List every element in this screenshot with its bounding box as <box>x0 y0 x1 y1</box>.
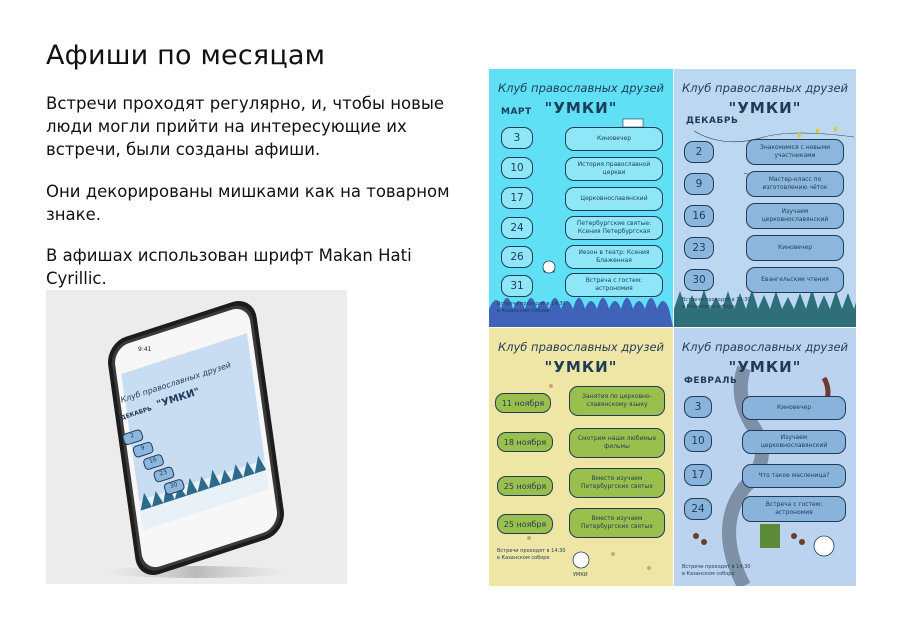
poster-month: ДЕКАБРЬ <box>686 116 739 126</box>
event-item: История православной церкви <box>565 157 663 181</box>
poster-footer: Встречи проходят в 14:30 в Казанском соб… <box>497 301 566 314</box>
date-item: 17 <box>684 464 712 486</box>
event-item: Киновечер <box>746 235 844 261</box>
event-item: Петербургские святые: Ксения Петербургск… <box>565 216 663 240</box>
poster-subtitle: "УМКИ" <box>544 358 618 376</box>
paragraph-font: В афишах использован шрифт Makan Hati Cy… <box>46 246 412 288</box>
date-item: 11 ноября <box>495 393 551 413</box>
date-item: 10 <box>501 157 533 179</box>
event-item: Иезон в театр: Ксения Блаженная <box>565 245 663 269</box>
event-item: Церковнославянский <box>565 187 663 211</box>
phone-time: 9:41 <box>138 346 152 353</box>
date-item: 16 <box>684 205 714 227</box>
poster-logo-text: УМКИ <box>573 572 588 578</box>
event-item: Киновечер <box>742 396 846 420</box>
poster-subtitle: "УМКИ" <box>728 358 802 376</box>
date-item: 9 <box>684 173 714 195</box>
poster-subtitle: "УМКИ" <box>728 99 802 117</box>
event-item: Вместе изучаем Петербургских святых <box>569 508 665 538</box>
paragraph-decoration: Они декорированы мишками как на товарном… <box>46 182 450 224</box>
poster-footer: Встречи проходят в 14:30 в Казанском соб… <box>682 297 751 310</box>
event-item: Изучаем церковнославянский <box>742 430 846 454</box>
poster-decor <box>489 118 673 327</box>
event-item: Занятия по церковно-славянскому языку <box>569 386 665 416</box>
poster-february: Клуб православных друзей "УМКИ" ФЕВРАЛЬ … <box>674 328 856 586</box>
phone-illustration <box>106 301 286 578</box>
phone-mockup-image: 9:41 Клуб православных друзей "УМКИ" ДЕК… <box>46 290 347 584</box>
event-item: Встреча с гостем: астрономия <box>565 273 663 297</box>
event-item: Что такое масленица? <box>742 464 846 488</box>
date-item: 25 ноября <box>497 514 553 534</box>
event-item: Встреча с гостем: астрономия <box>742 496 846 522</box>
poster-title: Клуб православных друзей <box>681 340 849 354</box>
date-item: 31 <box>501 275 533 297</box>
poster-month: МАРТ <box>501 107 532 117</box>
poster-march: Клуб православных друзей "УМКИ" МАРТ 3 1… <box>489 69 673 327</box>
event-item: Изучаем церковнославянский <box>746 203 844 229</box>
poster-december: Клуб православных друзей "УМКИ" ДЕКАБРЬ … <box>674 69 856 327</box>
date-item: 30 <box>684 269 714 291</box>
poster-subtitle: "УМКИ" <box>544 99 618 117</box>
date-item: 3 <box>501 127 533 149</box>
phone-date-item: 30 <box>162 478 186 496</box>
event-item: Евангельские чтения <box>746 267 844 293</box>
poster-title: Клуб православных друзей <box>681 81 849 95</box>
date-item: 24 <box>684 498 712 520</box>
date-item: 17 <box>501 187 533 209</box>
poster-november: Клуб православных друзей "УМКИ" 11 ноябр… <box>489 328 673 586</box>
poster-title: Клуб православных друзей <box>497 81 665 95</box>
slide-title: Афиши по месяцам <box>46 40 326 71</box>
poster-month: ФЕВРАЛЬ <box>684 376 738 386</box>
poster-footer: Встречи проходят в 14:30 в Казанском соб… <box>682 564 751 577</box>
event-item: Знакомимся с новыми участниками <box>746 139 844 165</box>
date-item: 23 <box>684 237 714 259</box>
poster-title: Клуб православных друзей <box>497 340 665 354</box>
date-item: 24 <box>501 217 533 239</box>
event-item: Смотрим наши любимые фильмы <box>569 428 665 458</box>
date-item: 26 <box>501 246 533 268</box>
date-item: 18 ноября <box>497 432 553 452</box>
poster-footer: Встречи проходят в 14:30 в Казанском соб… <box>497 548 566 561</box>
event-item: Мастер-класс по изготовлению чёток <box>746 171 844 197</box>
event-item: Вместе изучаем Петербургских святых <box>569 468 665 498</box>
date-item: 2 <box>684 141 714 163</box>
paragraph-purpose: Встречи проходят регулярно, и, чтобы нов… <box>46 94 445 159</box>
date-item: 10 <box>684 430 712 452</box>
date-item: 3 <box>684 396 712 418</box>
date-item: 25 ноября <box>497 476 553 496</box>
event-item: Киновечер <box>565 127 663 151</box>
